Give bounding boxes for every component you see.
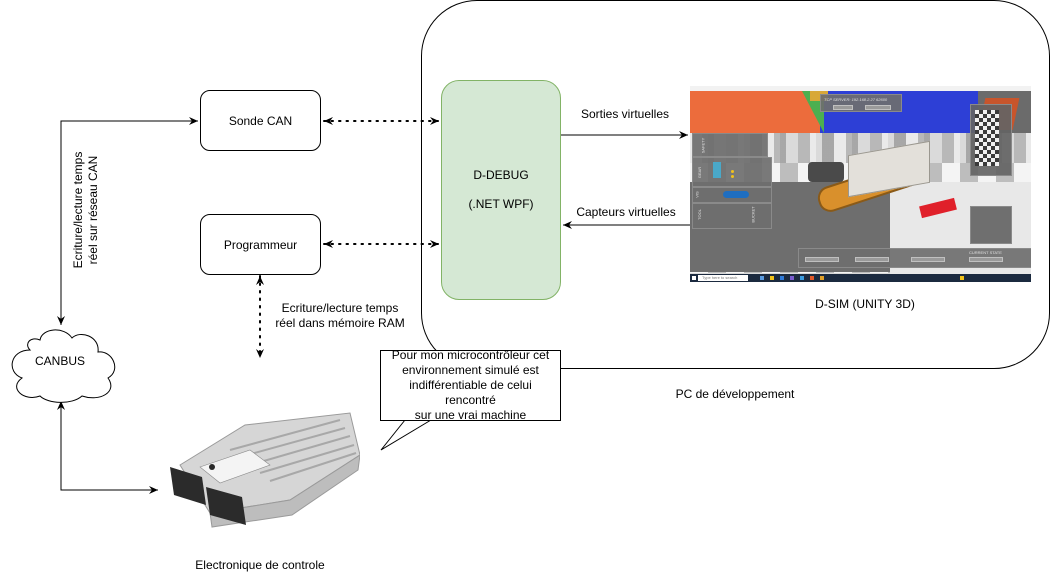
canbus-rw-line1: Ecriture/lecture temps [71, 151, 85, 269]
pc-development-container [421, 0, 1050, 369]
ecu-cooling-fins [229, 419, 357, 482]
canbus-rw-label: Ecriture/lecture temps réel sur réseau C… [71, 152, 101, 269]
d-debug-node[interactable]: D-DEBUG (.NET WPF) [441, 80, 561, 300]
taskbar-vs-icon[interactable] [790, 276, 794, 280]
unity-vis-panel: VIS [692, 187, 772, 203]
d-debug-subtitle: (.NET WPF) [468, 197, 534, 211]
unity-state-label: CURRENT STATE [969, 250, 1002, 255]
taskbar-app-icon[interactable] [800, 276, 804, 280]
unity-tool-label: TOOL [696, 209, 702, 220]
callout-line-4: sur une vrai machine [414, 408, 527, 422]
unity-tcp-button-2[interactable] [865, 105, 891, 110]
unity-state-button-2[interactable] [855, 257, 889, 262]
taskbar-search-placeholder: Type here to search [702, 275, 738, 280]
canbus-rw-line2: réel sur réseau CAN [86, 155, 100, 265]
canbus-label: CANBUS [34, 354, 85, 368]
unity-safety-panel: SAFETY [692, 133, 768, 157]
unity-tcp-panel: TCP SERVER: 192.168.2.27 62600 [820, 94, 902, 112]
unity-checker-preview [975, 110, 999, 166]
ram-rw-line1: Ecriture/lecture temps [281, 301, 399, 315]
d-sim-screenshot[interactable]: TCP SERVER: 192.168.2.27 62600 SAFETY GE… [690, 86, 1031, 282]
ecu-housing-side [209, 454, 360, 528]
unity-indicator-yellow-icon [731, 170, 734, 173]
sonde-can-label: Sonde CAN [228, 113, 293, 128]
unity-state-button-1[interactable] [805, 257, 839, 262]
taskbar-app-icon[interactable] [810, 276, 814, 280]
unity-titlebar [690, 86, 1031, 91]
pc-development-label: PC de développement [675, 387, 795, 401]
unity-state-panel: CURRENT STATE [798, 248, 1031, 268]
edge-canbus-to-ecu [57, 401, 158, 494]
callout-line-1: Pour mon microcontrôleur cet [391, 348, 550, 362]
taskbar-weather-icon [960, 276, 964, 280]
unity-yellow-wedge [810, 91, 828, 101]
unity-state-button-3[interactable] [911, 257, 945, 262]
unity-vis-toggle[interactable] [723, 191, 749, 198]
unity-machine-model [808, 140, 957, 219]
unity-gear-label: GEAR [697, 166, 703, 179]
ram-rw-label: Ecriture/lecture temps réel dans mémoire… [270, 301, 410, 331]
ecu-label: Electronique de controle [195, 558, 325, 572]
unity-tcp-button-1[interactable] [833, 105, 853, 110]
d-debug-title: D-DEBUG [473, 168, 529, 182]
unity-tool-panel: TOOL BUCKET [692, 203, 772, 229]
ecu-connector-2 [206, 487, 246, 525]
ecu-connector-1 [170, 467, 206, 505]
unity-green-wedge [802, 91, 824, 133]
taskbar-edge-icon[interactable] [780, 276, 784, 280]
unity-safety-label: SAFETY [700, 137, 706, 154]
taskbar-search-input[interactable]: Type here to search [698, 275, 748, 281]
unity-vis-label: VIS [694, 191, 700, 198]
callout-pointer [380, 419, 432, 451]
ecu-logo-icon [209, 464, 215, 470]
sonde-can-node[interactable]: Sonde CAN [200, 90, 321, 151]
capteurs-virtuelles-label: Capteurs virtuelles [576, 205, 676, 219]
unity-taskbar: Type here to search [690, 274, 1031, 282]
taskbar-app-icon[interactable] [760, 276, 764, 280]
unity-gear-icon [713, 162, 721, 178]
taskbar-chrome-icon[interactable] [820, 276, 824, 280]
callout-note: Pour mon microcontrôleur cet environneme… [380, 348, 561, 422]
programmeur-label: Programmeur [223, 237, 298, 252]
sorties-virtuelles-label: Sorties virtuelles [580, 107, 670, 121]
callout-line-2: environnement simulé est [402, 363, 539, 377]
windows-start-icon[interactable] [692, 276, 696, 280]
programmeur-node[interactable]: Programmeur [200, 214, 321, 275]
unity-cab [808, 162, 844, 182]
unity-gear-panel: GEAR [692, 157, 772, 187]
unity-tcp-text: TCP SERVER: 192.168.2.27 62600 [824, 97, 888, 102]
unity-indicator-yellow-icon [731, 175, 734, 178]
taskbar-folder-icon[interactable] [770, 276, 774, 280]
unity-side-preview-panel [970, 206, 1012, 244]
ram-rw-line2: réel dans mémoire RAM [275, 316, 405, 330]
unity-bucket-label: BUCKET [750, 206, 756, 223]
ecu-image[interactable] [160, 395, 360, 540]
unity-machine-body [848, 140, 930, 198]
ecu-housing-top [179, 412, 360, 514]
ecu-label-sticker [199, 449, 271, 484]
callout-line-3: indifférentiable de celui rencontré [409, 378, 532, 407]
d-sim-label: D-SIM (UNITY 3D) [815, 297, 915, 311]
unity-state-button-4[interactable] [969, 257, 1003, 262]
